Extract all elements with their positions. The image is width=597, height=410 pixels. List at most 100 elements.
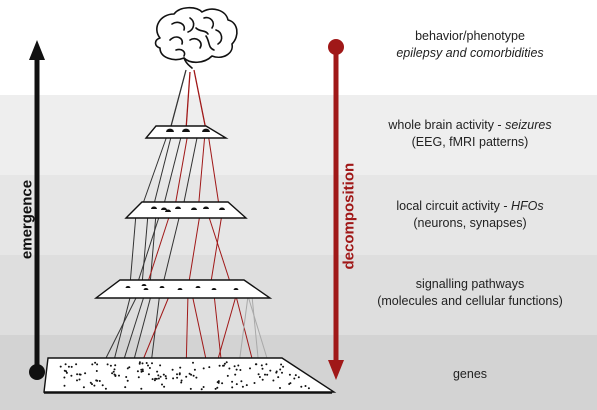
behavior-title: behavior/phenotype [415,29,525,43]
brain-icon [154,6,238,69]
gene-dot [93,384,96,387]
gene-dot [192,361,194,364]
conn-11 [145,213,171,289]
molecule-5 [211,287,217,290]
conn-9 [141,213,149,286]
gene-dot [138,361,141,364]
gene-dot [235,383,238,386]
gene-dot [297,376,300,379]
gene-dot [307,387,310,390]
gene-dot [264,373,266,376]
molecule-7 [141,283,147,286]
emergence-label: emergence [18,179,36,260]
gene-dot [255,363,258,366]
gene-dot [272,379,275,382]
gene-dot [114,374,117,377]
gene-dot [293,377,296,380]
gene-dot [78,378,81,381]
gene-dot [128,366,131,369]
gene-dot [178,372,181,375]
molecule-6 [233,287,239,290]
gene-dot [161,383,163,386]
connection-lines [99,69,271,383]
conn-5 [197,132,206,213]
conn-2 [151,132,173,213]
neuron-top-2 [202,128,210,132]
conn-7 [181,132,199,213]
gene-dot [118,374,120,377]
band-behavior [0,0,597,95]
gene-dot [109,364,112,367]
neuron-mid-2 [175,206,181,209]
gene-dot [101,384,104,387]
gene-dot [216,386,219,389]
whole-brain-subtitle: (EEG, fMRI patterns) [411,135,529,149]
gene-dot [239,369,242,371]
behavior-subtitle: epilepsy and comorbidities [396,46,544,60]
gene-dot [63,384,66,387]
gene-dot [89,381,92,384]
gene-dot [162,373,165,376]
gene-dot [265,363,268,366]
gene-dot [91,383,93,386]
gene-dot [67,365,70,368]
gene-dot [153,379,156,382]
gene-dot [141,370,144,373]
gene-dot [289,382,292,385]
gene-dot [257,373,260,376]
gene-dot [70,365,73,368]
gene-dot [159,364,162,367]
gene-dot [65,371,68,374]
gene-dot [124,386,127,389]
molecule-4 [195,285,201,288]
gene-dot [95,379,98,382]
gene-dot [112,370,115,373]
gene-dot [91,363,94,366]
label-signalling: signalling pathways (molecules and cellu… [330,276,597,310]
gene-dot [280,363,283,366]
gene-dot [176,373,178,376]
gene-dot [159,375,162,378]
whole-brain-title-plain: whole brain activity - [388,118,506,132]
gene-dot [165,377,168,380]
gene-dot [104,387,107,390]
molecule-3 [177,287,183,290]
signalling-subtitle: (molecules and cellular functions) [377,294,563,308]
gene-dot [76,379,78,382]
gene-dot [214,387,217,390]
conn-6 [207,132,221,213]
gene-dot [261,367,264,370]
gene-dot [185,375,188,378]
gene-dot [180,379,183,382]
decomposition-arrow [328,39,344,380]
signalling-title: signalling pathways [415,277,525,291]
gene-dot [140,387,143,390]
neuron-top-0 [166,128,174,132]
gene-dot [222,364,224,367]
gene-dot [282,365,285,368]
gene-dot [190,373,193,376]
gene-dot [96,363,99,366]
conn-28 [247,295,271,369]
gene-dot [223,362,226,365]
gene-dot [151,378,154,381]
label-whole-brain: whole brain activity - seizures (EEG, fM… [330,117,597,151]
gene-dot [78,373,81,376]
gene-dot [114,364,117,367]
gene-dot [237,364,240,367]
gene-dot [98,380,101,382]
neuron-top-1 [182,128,190,132]
gene-dot [63,376,66,379]
gene-dot [94,361,97,364]
gene-dot [179,366,182,369]
band-whole-brain [0,95,597,175]
gene-dot [294,374,297,377]
gene-dot [189,387,192,390]
gene-dot [249,367,251,370]
gene-dot [137,376,140,379]
gene-dot [245,384,248,387]
gene-dot [281,371,283,374]
whole-brain-title-italic: seizures [505,118,552,132]
gene-dot [193,368,196,371]
